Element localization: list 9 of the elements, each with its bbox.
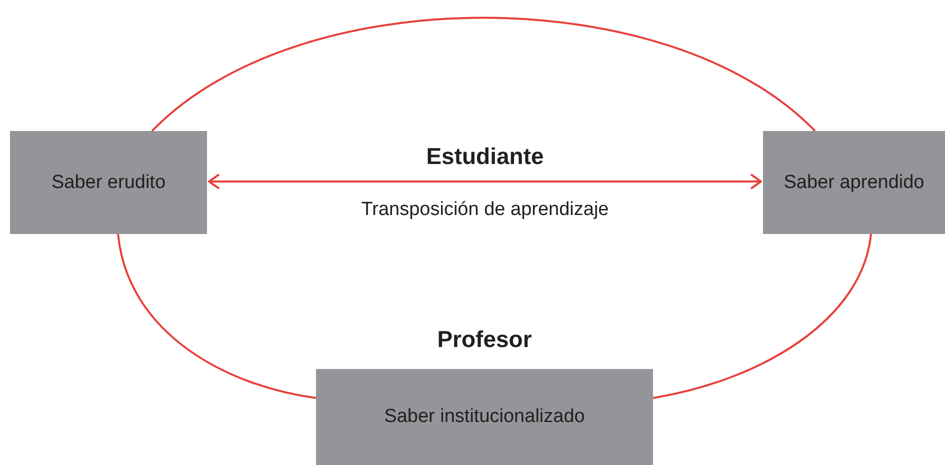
node-heading: Profesor (437, 326, 532, 353)
knowledge-box: Saber aprendido (763, 131, 945, 234)
double-arrow (208, 174, 762, 190)
connector-line (652, 234, 872, 399)
knowledge-box: Saber institucionalizado (316, 369, 653, 465)
connector-line (117, 234, 316, 399)
knowledge-box: Saber erudito (10, 131, 207, 234)
role-heading: Estudiante (426, 143, 544, 170)
connector-line (151, 16, 816, 132)
